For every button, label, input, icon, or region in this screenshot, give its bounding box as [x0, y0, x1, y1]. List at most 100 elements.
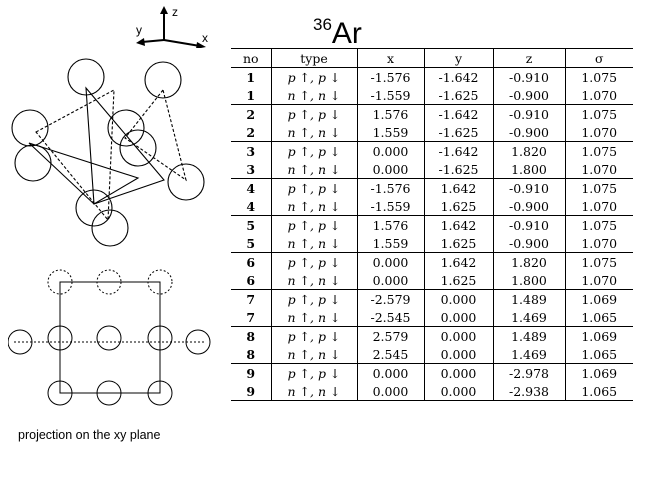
cell-x: -1.559	[356, 86, 424, 105]
x-axis	[163, 39, 201, 47]
element-symbol: Ar	[331, 17, 362, 50]
cell-z: 1.800	[492, 271, 565, 290]
projection-caption: projection on the xy plane	[18, 428, 161, 442]
cell-z: 1.820	[492, 141, 565, 160]
cell-sigma: 1.070	[564, 86, 633, 105]
cell-sigma: 1.075	[564, 104, 633, 123]
cell-no: 1	[246, 69, 256, 85]
z-axis-label: z	[172, 5, 178, 19]
cell-x: 0.000	[356, 363, 424, 382]
cell-type: n ↑, n ↓	[270, 234, 357, 253]
cell-y: -1.625	[423, 86, 493, 105]
alpha-particle	[107, 109, 145, 147]
cell-sigma: 1.070	[564, 271, 633, 290]
cell-x: 0.000	[356, 382, 424, 401]
header-type: type	[270, 48, 357, 68]
cell-y: 1.625	[423, 234, 493, 253]
cell-type: n ↑, n ↓	[270, 382, 357, 401]
cell-type: p ↑, p ↓	[270, 215, 357, 234]
cell-no: 2	[231, 104, 271, 123]
cell-type: n ↑, n ↓	[270, 345, 357, 364]
triangle-dashed-2	[124, 88, 187, 182]
alpha-particle	[144, 61, 182, 99]
cell-y: -1.625	[423, 160, 493, 179]
cell-sigma: 1.065	[564, 345, 633, 364]
xy-projection	[8, 269, 211, 406]
cell-x: 2.579	[356, 326, 424, 345]
cell-y: 0.000	[423, 382, 493, 401]
cell-z: -2.938	[492, 382, 565, 401]
cell-type: n ↑, n ↓	[270, 123, 357, 142]
cell-z: 1.820	[492, 252, 565, 271]
cell-y: 1.642	[423, 178, 493, 197]
cell-z: 1.489	[492, 289, 565, 308]
projected-alpha	[96, 269, 122, 295]
cell-y: -1.642	[423, 141, 493, 160]
header-sigma: σ	[564, 48, 633, 68]
cell-type: p ↑, p ↓	[270, 104, 357, 123]
cluster-diagram	[8, 58, 211, 406]
alpha-particle	[67, 58, 105, 96]
mass-number: 36	[313, 15, 332, 34]
cell-sigma: 1.069	[564, 289, 633, 308]
cell-sigma: 1.070	[564, 123, 633, 142]
cell-y: -1.642	[423, 104, 493, 123]
alpha-particle	[14, 144, 52, 182]
cell-z: 1.489	[492, 326, 565, 345]
cell-sigma: 1.070	[564, 234, 633, 253]
cell-no: 5	[231, 215, 271, 234]
cell-x: 1.576	[356, 215, 424, 234]
alpha-particle	[119, 129, 157, 167]
cell-no: 3	[246, 161, 256, 177]
cell-no: 4	[246, 198, 256, 214]
y-arrowhead	[136, 38, 145, 46]
cell-y: 0.000	[423, 345, 493, 364]
cell-z: 1.469	[492, 308, 565, 327]
projected-alpha	[147, 380, 173, 406]
cell-y: 0.000	[423, 326, 493, 345]
cell-no: 8	[246, 346, 256, 362]
cell-type: p ↑, p ↓	[270, 363, 357, 382]
triangle-solid-2	[28, 142, 140, 205]
alpha-particle	[91, 209, 129, 247]
x-arrowhead	[196, 42, 206, 48]
cell-sigma: 1.075	[564, 252, 633, 271]
cell-z: -0.900	[492, 197, 565, 216]
cell-y: -1.642	[423, 67, 493, 86]
cell-no: 6	[246, 272, 256, 288]
cell-z: -0.910	[492, 67, 565, 86]
cell-x: -1.559	[356, 197, 424, 216]
projection-square	[59, 281, 161, 394]
cell-sigma: 1.069	[564, 326, 633, 345]
cell-sigma: 1.069	[564, 363, 633, 382]
cell-y: 0.000	[423, 308, 493, 327]
cell-z: -2.978	[492, 363, 565, 382]
cell-sigma: 1.075	[564, 67, 633, 86]
cell-x: 1.559	[356, 123, 424, 142]
y-axis	[141, 39, 165, 43]
table-header-row: no type x y z σ	[231, 48, 633, 68]
alpha-particle	[75, 189, 113, 227]
cell-z: -0.910	[492, 215, 565, 234]
cell-type: p ↑, p ↓	[270, 67, 357, 86]
cell-y: 1.642	[423, 215, 493, 234]
cell-no: 4	[231, 178, 271, 197]
projected-alpha	[96, 380, 122, 406]
cell-no: 5	[246, 235, 256, 251]
cell-no: 9	[231, 363, 271, 382]
projected-alpha	[96, 325, 122, 351]
y-axis-label: y	[136, 23, 142, 37]
cell-y: 1.642	[423, 252, 493, 271]
